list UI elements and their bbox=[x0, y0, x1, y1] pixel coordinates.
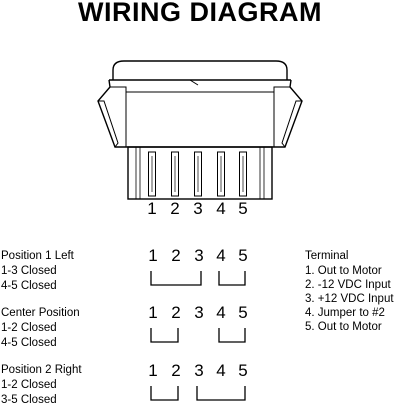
position-connections bbox=[150, 386, 246, 401]
rocker-switch bbox=[97, 60, 303, 200]
position-2-right-block: Position 2 Right 1-2 Closed 3-5 Closed 1… bbox=[1, 361, 248, 404]
rocker-cap-notch bbox=[189, 79, 199, 86]
right-bracket bbox=[281, 100, 302, 148]
terminal-pin-1 bbox=[148, 151, 156, 197]
position-number-2: 2 bbox=[171, 303, 180, 322]
rocker-cap bbox=[112, 60, 288, 80]
terminal-pin-2 bbox=[171, 151, 179, 197]
position-numbers: 1 2 3 4 5 bbox=[148, 246, 247, 265]
diagram-title: WIRING DIAGRAM bbox=[78, 0, 322, 27]
pin-label-5: 5 bbox=[238, 199, 247, 218]
position-number-4: 4 bbox=[216, 246, 225, 265]
pin-label-3: 3 bbox=[193, 199, 202, 218]
position-numbers: 1 2 3 4 5 bbox=[148, 303, 247, 322]
switch-pin-labels: 1 2 3 4 5 bbox=[147, 199, 247, 218]
terminal-item: 4. Jumper to #2 bbox=[305, 307, 385, 319]
terminal-item: 5. Out to Motor bbox=[305, 321, 382, 333]
switch-housing-inner bbox=[110, 86, 290, 147]
position-closed-1: 1-2 Closed bbox=[1, 322, 57, 334]
position-number-5: 5 bbox=[238, 361, 247, 380]
position-number-1: 1 bbox=[148, 303, 157, 322]
terminal-pins bbox=[148, 151, 247, 197]
switch-housing-outline bbox=[97, 79, 303, 148]
position-connections bbox=[150, 328, 246, 343]
terminal-item: 2. -12 VDC Input bbox=[305, 279, 391, 291]
position-number-4: 4 bbox=[216, 303, 225, 322]
position-closed-1: 1-2 Closed bbox=[1, 379, 57, 391]
position-number-3: 3 bbox=[194, 361, 203, 380]
center-position-block: Center Position 1-2 Closed 4-5 Closed 1 … bbox=[1, 303, 248, 349]
position-number-1: 1 bbox=[148, 246, 157, 265]
position-name: Center Position bbox=[1, 307, 80, 319]
position-closed-1: 1-3 Closed bbox=[1, 265, 57, 277]
position-1-left-block: Position 1 Left 1-3 Closed 4-5 Closed 1 … bbox=[1, 246, 248, 292]
position-number-2: 2 bbox=[171, 361, 180, 380]
position-number-2: 2 bbox=[171, 246, 180, 265]
connection-bracket-3-5 bbox=[196, 386, 246, 401]
position-closed-2: 4-5 Closed bbox=[1, 337, 57, 349]
position-name: Position 2 Right bbox=[1, 364, 82, 376]
position-closed-2: 4-5 Closed bbox=[1, 280, 57, 292]
terminal-pin-5 bbox=[239, 151, 247, 197]
left-bracket bbox=[98, 100, 119, 148]
position-numbers: 1 2 3 4 5 bbox=[148, 361, 247, 380]
pin-label-4: 4 bbox=[216, 199, 225, 218]
connection-bracket-4-5 bbox=[218, 328, 246, 343]
position-connections bbox=[150, 271, 246, 286]
terminal-heading: Terminal bbox=[305, 250, 348, 262]
terminal-pin-3 bbox=[194, 151, 202, 197]
connection-bracket-1-3 bbox=[150, 271, 202, 286]
terminal-pin-4 bbox=[217, 151, 225, 197]
connection-bracket-1-2 bbox=[150, 328, 179, 343]
terminal-item: 3. +12 VDC Input bbox=[305, 293, 394, 305]
position-closed-2: 3-5 Closed bbox=[1, 394, 57, 404]
pin-label-2: 2 bbox=[170, 199, 179, 218]
terminal-item: 1. Out to Motor bbox=[305, 265, 382, 277]
position-number-3: 3 bbox=[194, 303, 203, 322]
connection-bracket-1-2 bbox=[150, 386, 179, 401]
terminal-legend: Terminal 1. Out to Motor 2. -12 VDC Inpu… bbox=[305, 250, 394, 333]
connection-bracket-4-5 bbox=[218, 271, 246, 286]
position-number-4: 4 bbox=[216, 361, 225, 380]
switch-base bbox=[127, 146, 273, 200]
position-number-3: 3 bbox=[194, 246, 203, 265]
position-number-5: 5 bbox=[238, 303, 247, 322]
position-number-5: 5 bbox=[238, 246, 247, 265]
pin-label-1: 1 bbox=[147, 199, 156, 218]
position-name: Position 1 Left bbox=[1, 250, 75, 262]
base-ribs bbox=[135, 147, 265, 199]
position-number-1: 1 bbox=[148, 361, 157, 380]
